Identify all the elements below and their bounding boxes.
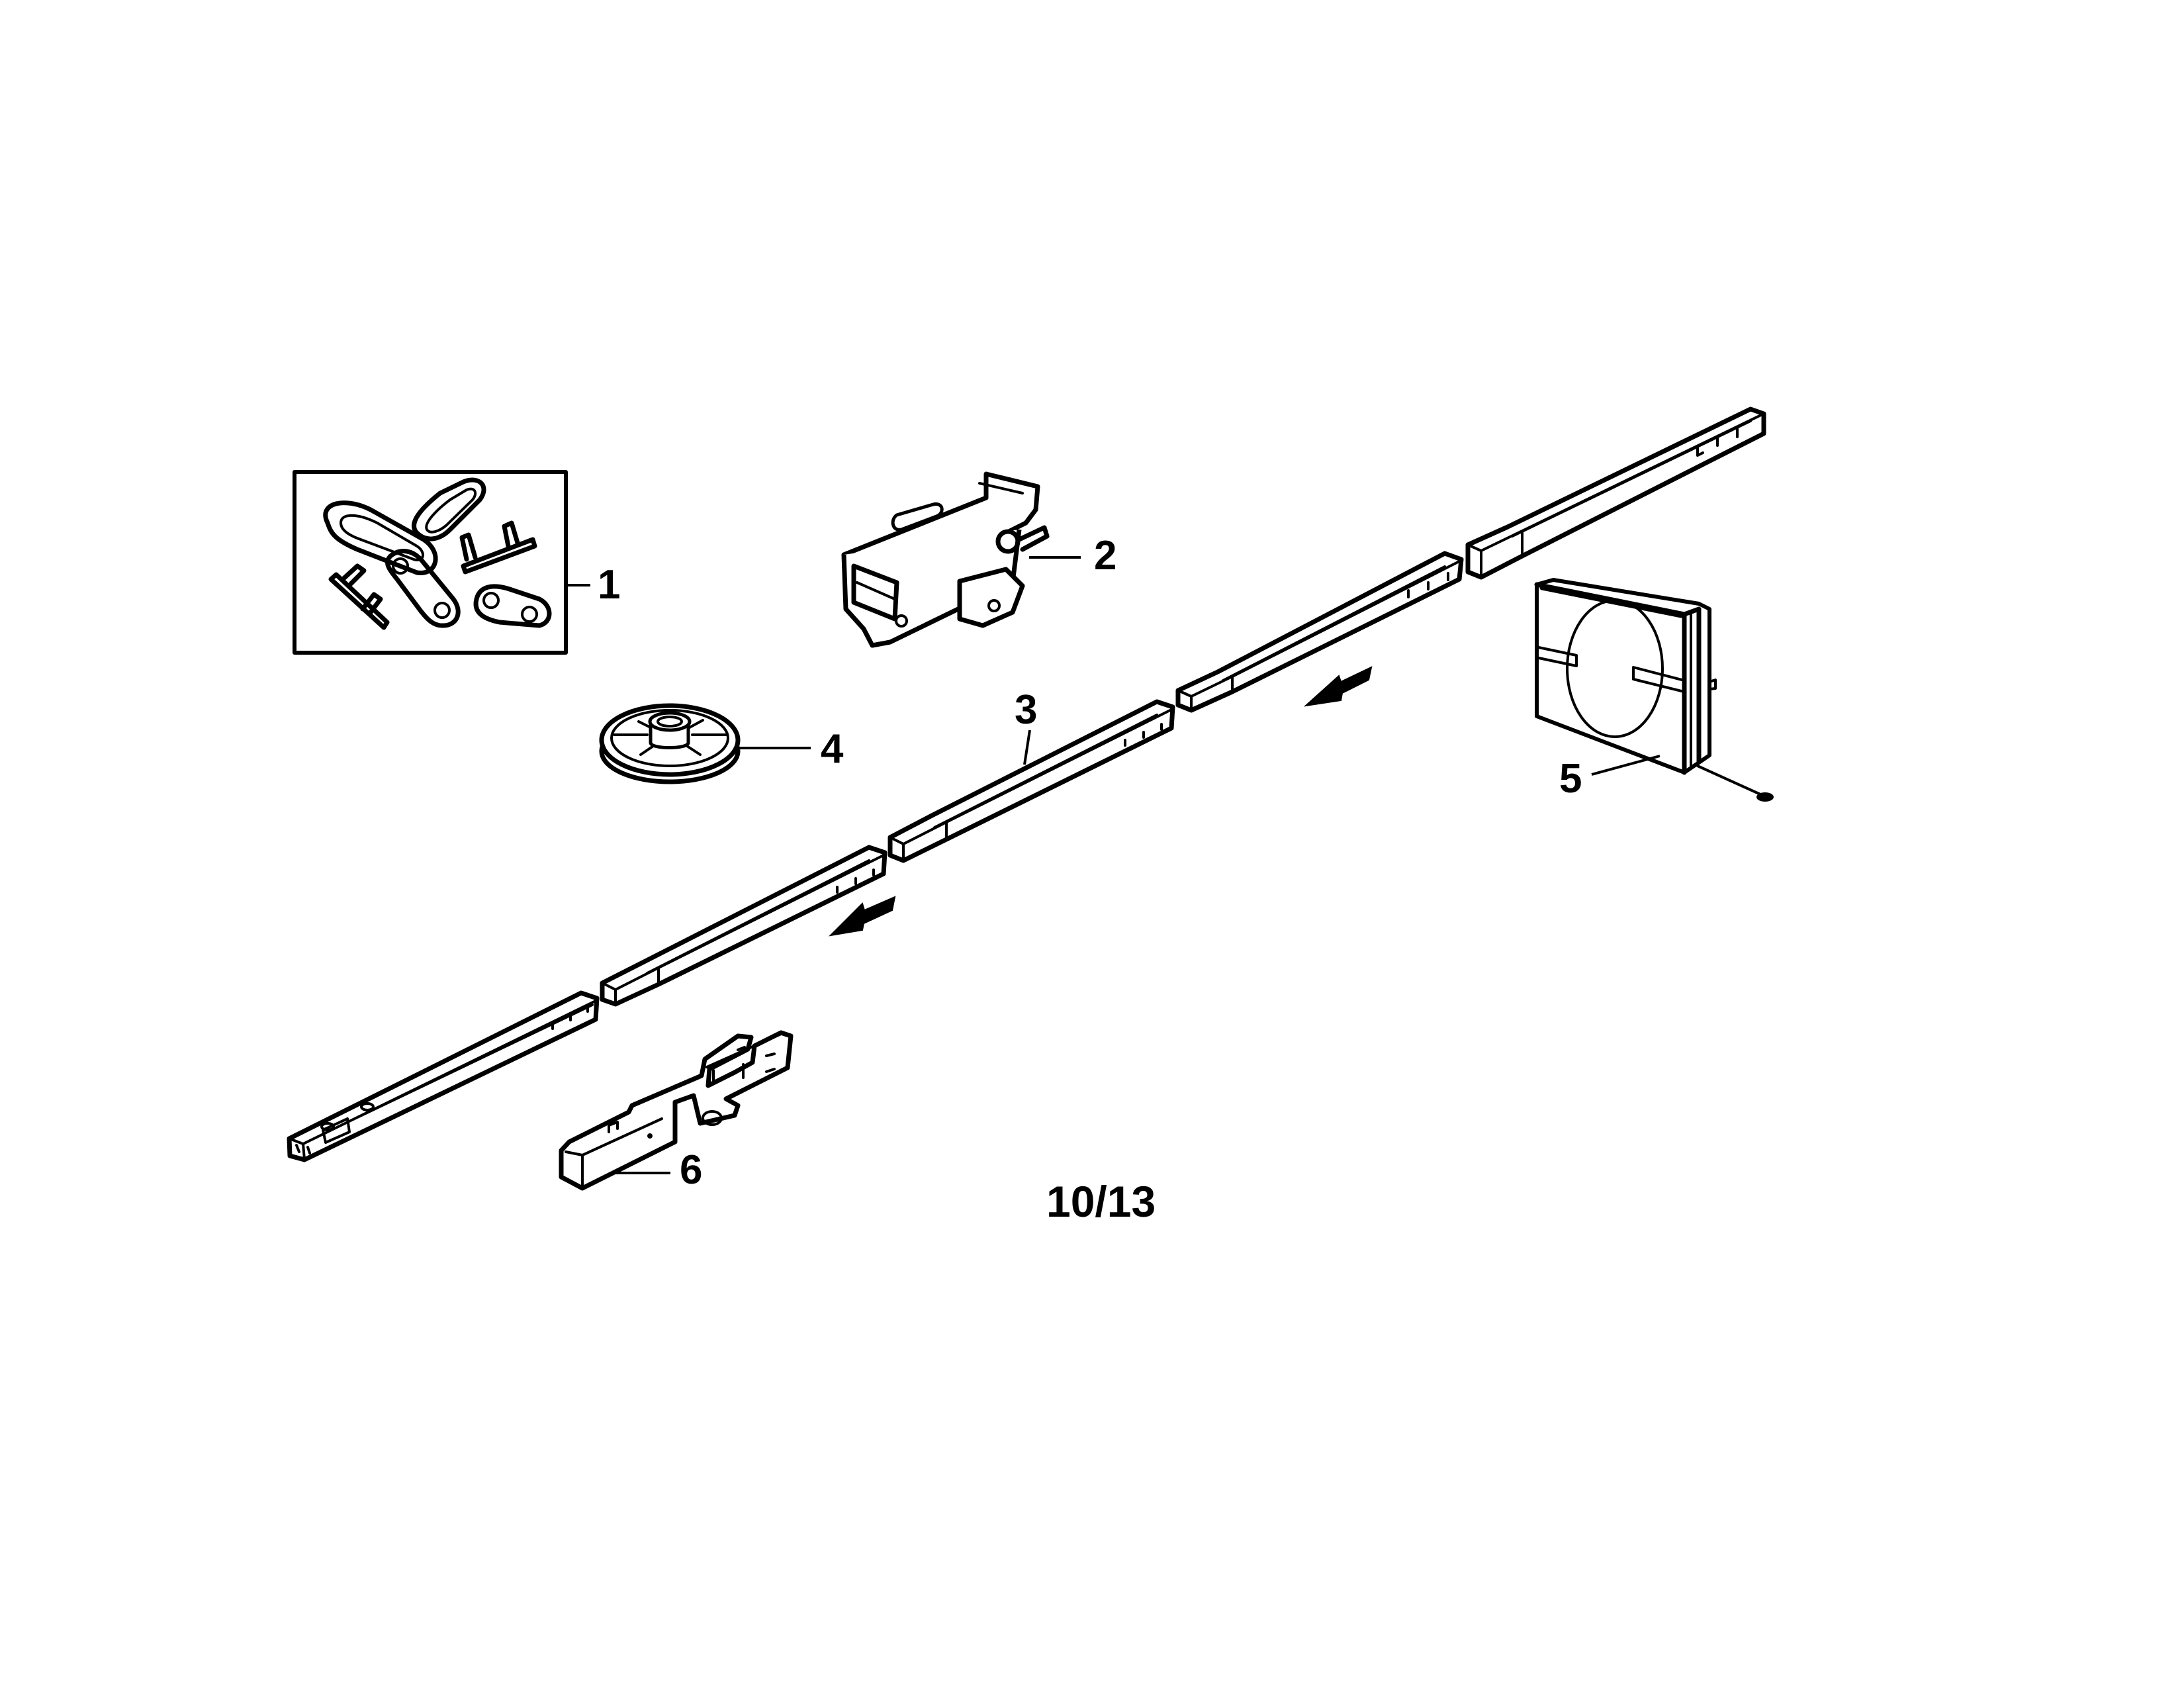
assembly-direction-arrow-upper	[1303, 666, 1373, 707]
side-plate-icon	[385, 549, 461, 628]
callout-6: 6	[680, 1147, 702, 1193]
rail-segment-1	[1465, 406, 1766, 580]
rail-segment-5-end	[287, 990, 600, 1162]
callout-2: 2	[1094, 533, 1116, 579]
part-1-chain-link-kit: 1	[293, 470, 620, 655]
link-pin-plate-icon	[328, 563, 390, 630]
part-6-header-bracket: 6	[559, 1030, 794, 1193]
callout-5: 5	[1559, 756, 1582, 802]
page-number: 10/13	[1046, 1177, 1156, 1226]
master-link-icon	[412, 477, 486, 541]
rail-segment-4	[600, 845, 887, 1007]
rail-segment-3: 3	[887, 687, 1175, 863]
link-pin-plate-icon	[459, 520, 537, 575]
callout-4: 4	[821, 726, 844, 772]
master-link-icon	[323, 500, 438, 575]
callout-1: 1	[598, 562, 620, 608]
rail-segment-2	[1175, 551, 1464, 713]
part-2-trolley: 2	[841, 471, 1116, 648]
part-5-cable-pack: 5	[1534, 578, 1774, 802]
part-3-rail-sections: 3	[287, 406, 1766, 1162]
part-4-pulley: 4	[599, 703, 844, 784]
side-plate-icon	[473, 584, 552, 628]
assembly-direction-arrow-lower	[829, 896, 896, 937]
callout-3: 3	[1015, 687, 1037, 733]
